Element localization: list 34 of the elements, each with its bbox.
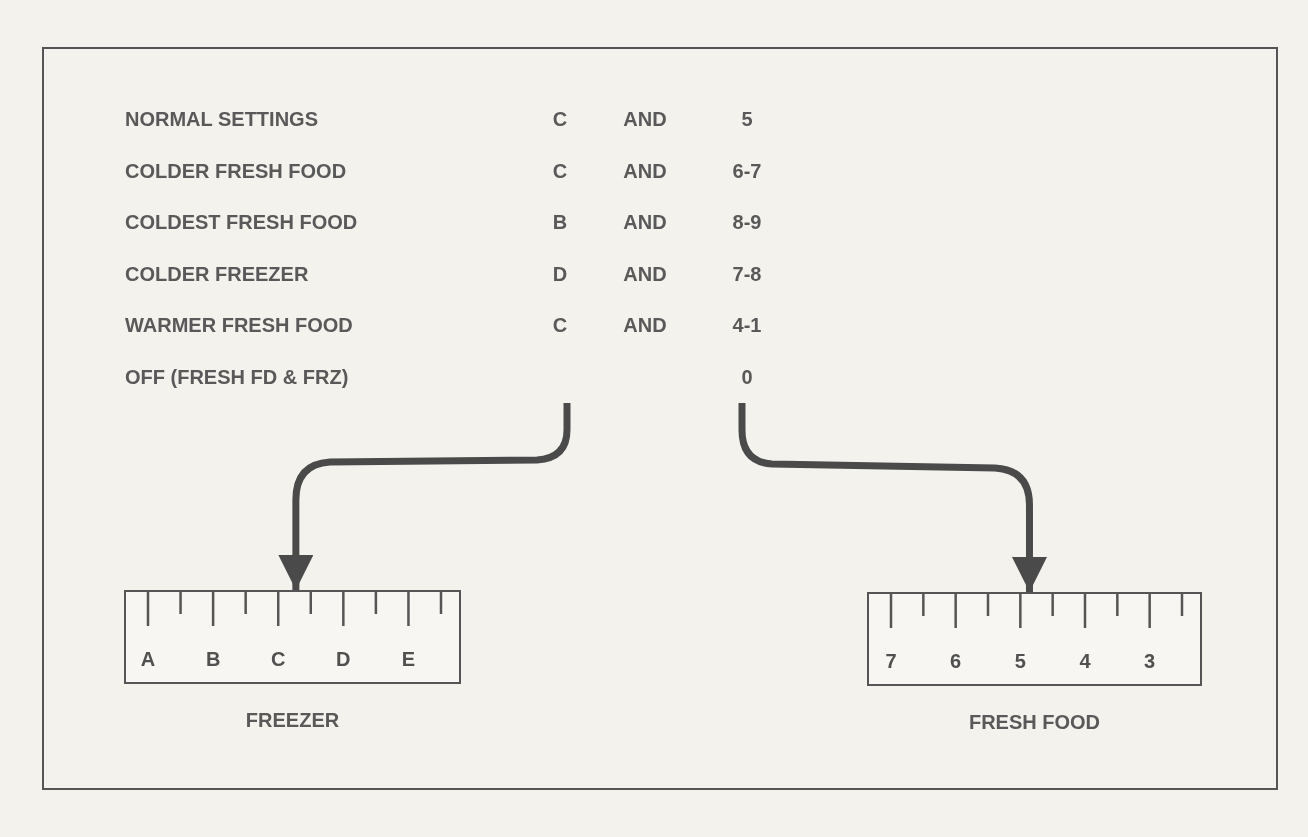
table-cell-text: AND — [622, 261, 668, 286]
dial-mark-label: A — [139, 648, 157, 670]
table-cell-text: 4-1 — [731, 313, 763, 337]
table-cell-text: COLDER FREEZER — [125, 261, 310, 286]
table-cell-text: NORMAL SETTINGS — [125, 107, 319, 131]
table-cell-text: B — [551, 210, 569, 234]
dial-caption: FREEZER — [245, 709, 340, 732]
dial-mark-label: 5 — [1013, 650, 1027, 672]
table-cell-text: 8-9 — [731, 210, 763, 234]
dial-mark-label: C — [270, 648, 287, 670]
table-cell-text: AND — [622, 210, 668, 234]
dial-mark-label: 7 — [884, 650, 898, 672]
table-cell-text: 5 — [740, 107, 754, 131]
table-cell-text: OFF (FRESH FD & FRZ) — [125, 364, 350, 389]
dial-caption: FRESH FOOD — [968, 711, 1101, 734]
dial-mark-label: E — [400, 648, 417, 670]
dial-mark-label: 3 — [1143, 650, 1157, 672]
dial-mark-label: 4 — [1078, 650, 1092, 672]
table-cell-text: 7-8 — [731, 261, 763, 286]
table-cell-text: COLDER FRESH FOOD — [125, 158, 348, 183]
table-cell-text: AND — [622, 313, 668, 337]
dial-mark-label: 6 — [949, 650, 963, 672]
dial-mark-label: D — [335, 648, 352, 670]
table-cell-text: C — [551, 313, 569, 337]
table-cell-text: C — [551, 158, 569, 183]
table-cell-text: WARMER FRESH FOOD — [125, 313, 354, 337]
table-cell-text: AND — [622, 158, 668, 183]
table-cell-text: C — [551, 107, 569, 131]
table-cell-text: D — [551, 261, 569, 286]
table-cell-text: AND — [622, 107, 668, 131]
table-cell-text: 0 — [740, 364, 754, 389]
table-cell-text: COLDEST FRESH FOOD — [125, 210, 359, 234]
table-cell-text: 6-7 — [731, 158, 763, 183]
dial-mark-label: B — [204, 648, 222, 670]
